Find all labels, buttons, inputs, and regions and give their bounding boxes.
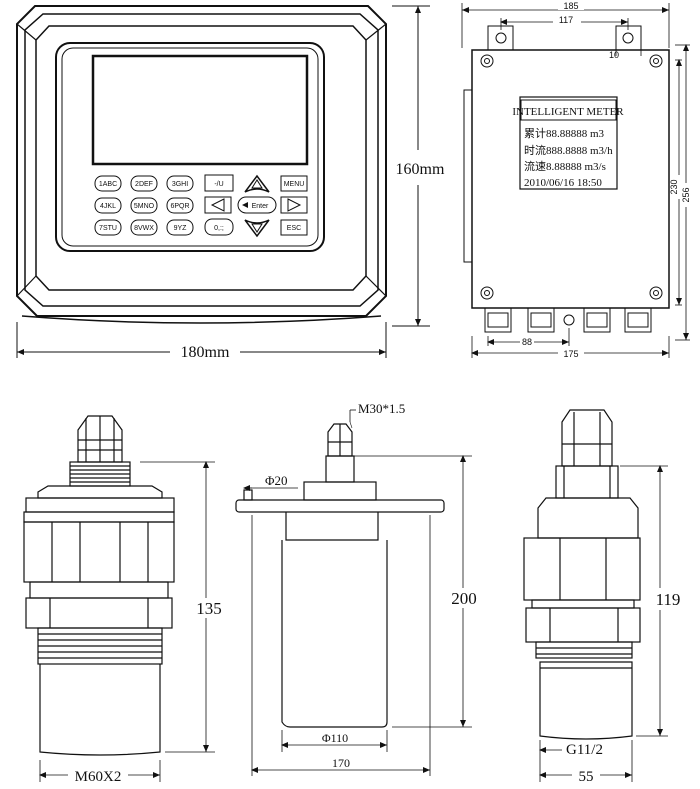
meter-label-line-1: 累计88.88888 m3 xyxy=(524,127,605,140)
key-dash: -/U xyxy=(204,174,234,192)
svg-text:-/U: -/U xyxy=(214,181,223,188)
svg-text:5MNO: 5MNO xyxy=(134,203,155,210)
key-0: 0,:; xyxy=(204,218,234,236)
svg-text:3GHI: 3GHI xyxy=(172,181,188,188)
bottom-width-label: 175 xyxy=(563,349,578,359)
svg-text:1ABC: 1ABC xyxy=(99,181,117,188)
key-8: 8VWX xyxy=(130,219,158,236)
svg-text:ESC: ESC xyxy=(287,225,301,232)
bottom-gap-label: 88 xyxy=(522,337,532,347)
key-3: 3GHI xyxy=(166,175,194,192)
key-esc: ESC xyxy=(280,219,308,236)
svg-text:MENU: MENU xyxy=(284,181,305,188)
sensor-mid-diameter-label: Φ110 xyxy=(322,731,348,745)
svg-text:7STU: 7STU xyxy=(99,225,117,232)
sensor-mid-height-label: 200 xyxy=(451,589,477,608)
key-4: 4JKL xyxy=(94,197,122,214)
keypad: 1ABC 2DEF 3GHI -/U MENU 4JKL 5MNO 6PQR E… xyxy=(94,174,308,238)
key-9: 9YZ xyxy=(166,219,194,236)
key-5: 5MNO xyxy=(130,197,158,214)
svg-text:8VWX: 8VWX xyxy=(134,225,154,232)
front-height-dimension xyxy=(392,5,430,327)
key-enter: Enter xyxy=(237,196,277,214)
meter-label-line-2: 时流888.8888 m3/h xyxy=(524,143,613,157)
sensor-mid-thread-label: M30*1.5 xyxy=(358,401,405,416)
sensor-mid-hole-label: Φ20 xyxy=(265,473,288,488)
svg-text:9YZ: 9YZ xyxy=(174,225,188,232)
svg-text:Enter: Enter xyxy=(252,203,269,210)
meter-label-line-4: 2010/06/16 18:50 xyxy=(524,177,602,189)
meter-label-line-3: 流速8.88888 m3/s xyxy=(524,159,606,173)
enclosure-drawing xyxy=(463,25,670,333)
sensor-right-height-label: 119 xyxy=(656,590,681,609)
ear-label: 10 xyxy=(609,50,619,60)
key-left xyxy=(204,196,232,214)
sensor-left-drawing xyxy=(23,415,175,756)
key-right xyxy=(280,196,308,214)
svg-text:4JKL: 4JKL xyxy=(100,203,116,210)
sensor-right-drawing xyxy=(523,409,641,740)
inner-height-label: 230 xyxy=(669,179,679,194)
sensor-mid-width-label: 170 xyxy=(332,756,350,770)
key-up xyxy=(244,174,270,193)
svg-text:0,:;: 0,:; xyxy=(214,225,224,232)
front-panel-drawing xyxy=(16,5,387,324)
key-down xyxy=(244,219,270,238)
meter-label-title: INTELLIGENT METER xyxy=(512,106,624,118)
key-7: 7STU xyxy=(94,219,122,236)
sensor-mid-drawing xyxy=(235,423,445,728)
key-menu: MENU xyxy=(280,175,308,192)
hole-spacing-label: 117 xyxy=(559,15,573,25)
key-2: 2DEF xyxy=(130,175,158,192)
sensor-right-thread-label: G11/2 xyxy=(566,742,603,758)
sensor-left-thread-label: M60X2 xyxy=(75,769,122,785)
front-height-label: 160mm xyxy=(396,161,445,178)
key-1: 1ABC xyxy=(94,175,122,192)
sensor-right-dimensions xyxy=(539,465,668,782)
front-width-label: 180mm xyxy=(181,344,230,361)
svg-text:2DEF: 2DEF xyxy=(135,181,153,188)
sensor-left-height-label: 135 xyxy=(196,599,222,618)
enclosure-width-label: 185 xyxy=(563,1,578,11)
outer-height-label: 256 xyxy=(681,187,691,202)
sensor-right-width-label: 55 xyxy=(579,769,594,785)
svg-text:6PQR: 6PQR xyxy=(170,203,189,210)
front-width-dimension xyxy=(16,322,387,358)
key-6: 6PQR xyxy=(166,197,194,214)
sensor-left-dimensions xyxy=(39,461,215,782)
sensor-mid-dimensions xyxy=(243,409,472,776)
